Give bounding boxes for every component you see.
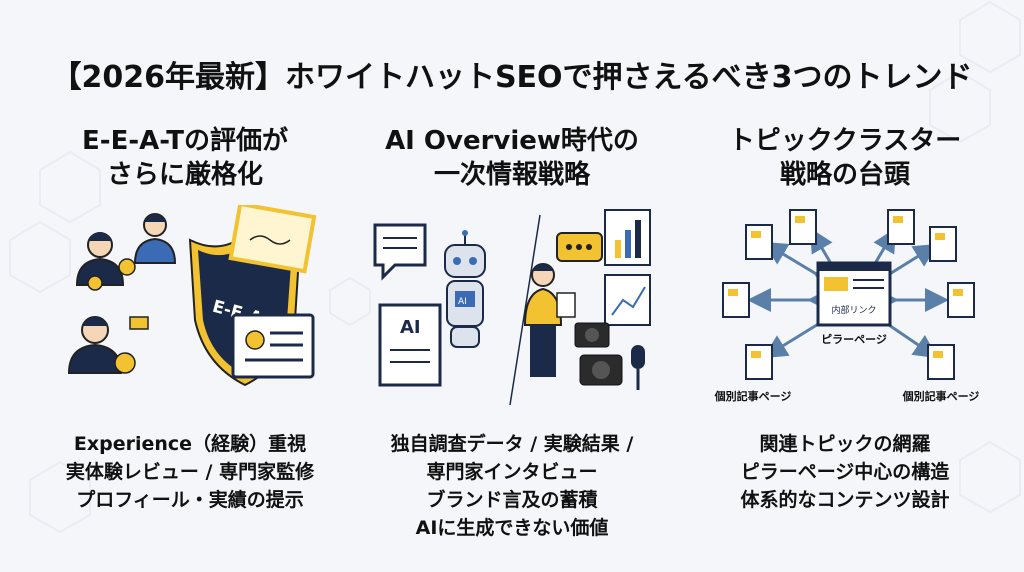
expert-person-icon — [75, 232, 125, 291]
cluster-article-highlights — [728, 216, 963, 358]
column-heading: AI Overview時代の 一次情報戦略 — [385, 126, 639, 190]
column-heading: トピッククラスター 戦略の台頭 — [728, 126, 962, 190]
speech-bubble-icon — [556, 232, 603, 262]
camera-icon — [574, 322, 623, 386]
topic-cluster-points: 関連トピックの網羅 ピラーページ中心の構造 体系的なコンテンツ設計 — [740, 433, 950, 511]
trend-column-eeat: E-E-A-Tの評価が さらに厳格化 — [35, 124, 335, 192]
expert-person-icon — [67, 316, 149, 374]
cluster-article-icons — [722, 209, 975, 380]
person-icon — [523, 263, 576, 377]
trend-column-ai-overview: AI Overview時代の 一次情報戦略 — [362, 124, 662, 192]
ai-overview-points: 独自調査データ / 実験結果 / 専門家インタビュー ブランド言及の蓄積 AIに… — [390, 433, 634, 539]
page-title: 【2026年最新】ホワイトハットSEOで押さえるべき3つのトレンド — [51, 60, 973, 95]
topic-cluster-diagram: 内部リンク ピラーページ 個別記事ページ 個別記事ページ — [714, 209, 980, 403]
pillar-page-label: ピラーページ — [821, 333, 887, 346]
ai-document-icon: AI — [378, 303, 442, 387]
eeat-illustration: E-E-A-T — [67, 205, 317, 387]
eeat-points: Experience（経験）重視 実体験レビュー / 専門家監修 プロフィール・… — [65, 433, 315, 511]
chat-bubble-icon — [373, 223, 427, 281]
link-arrows — [747, 227, 949, 359]
cluster-article-label: 個別記事ページ — [902, 389, 980, 403]
svg-text:AI: AI — [400, 317, 421, 338]
profile-card-icon — [231, 313, 315, 379]
column-heading: E-E-A-Tの評価が さらに厳格化 — [82, 126, 288, 190]
divider-line — [509, 214, 541, 406]
certificate-icon — [228, 205, 317, 274]
cluster-article-label: 個別記事ページ — [714, 389, 792, 403]
ai-overview-illustration: AI AI — [373, 209, 651, 406]
svg-text:内部リンク: 内部リンク — [831, 304, 876, 316]
microphone-icon — [631, 345, 645, 390]
expert-person-icon — [118, 213, 177, 276]
robot-icon: AI — [444, 230, 486, 348]
pillar-page-icon: 内部リンク — [816, 261, 892, 327]
bar-chart-icon — [604, 209, 651, 266]
line-chart-icon — [604, 274, 651, 326]
svg-text:AI: AI — [458, 297, 467, 307]
trend-column-topic-cluster: トピッククラスター 戦略の台頭 — [695, 124, 995, 192]
